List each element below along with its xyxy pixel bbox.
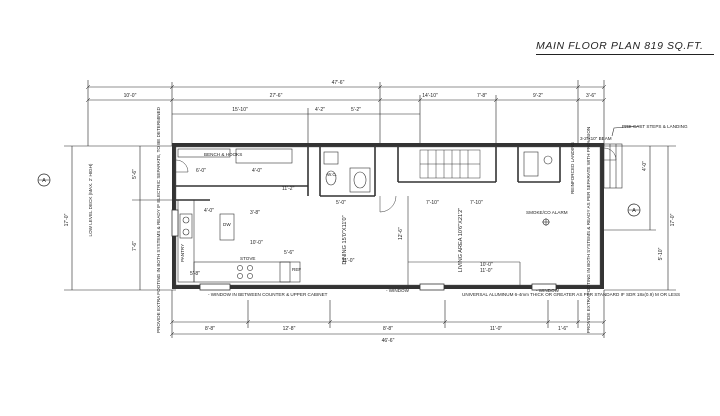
dim-left-5-6: 5'-6" — [132, 169, 138, 179]
doors — [175, 147, 617, 213]
dim-right-5-10: 5'-10" — [658, 247, 664, 260]
inner-dim-12-6: 12'-6" — [398, 227, 404, 240]
inner-dim-5-6: 5'-6" — [284, 250, 294, 256]
dim-7-8: 7'-8" — [477, 93, 487, 99]
inner-dim-11-0b: 11'-0" — [480, 268, 493, 274]
dim-bottom-8-8b: 8'-8" — [383, 326, 393, 332]
dim-bottom-1-6: 1'-6" — [558, 326, 568, 332]
dim-right-height: 17'-0" — [670, 213, 676, 226]
precast-steps — [603, 125, 641, 189]
inner-dim-10-0: 10'-0" — [480, 262, 493, 268]
inner-dim-7-10: 7'-10" — [426, 200, 439, 206]
dim-right-outer: 3'-6" — [586, 93, 596, 99]
living-label: LIVING AREA 10'6"X21'2" — [458, 208, 464, 273]
exterior-walls — [172, 143, 604, 289]
dim-bottom-overall: 46'-6" — [382, 338, 395, 344]
title-underline — [536, 54, 714, 55]
ref-label: REF — [292, 267, 301, 272]
inner-dim-6-0: 6'-0" — [196, 168, 206, 174]
window-cabinet-label: - WINDOW IN BETWEEN COUNTER & UPPER CABI… — [208, 292, 328, 297]
windows — [171, 209, 557, 291]
inner-dim-11-2: 11'-2" — [282, 186, 295, 192]
window-label-1: - WINDOW — [386, 288, 410, 293]
inner-dim-11-0: 11'-0" — [342, 258, 355, 264]
inner-dim-4-0b: 4'-0" — [204, 208, 214, 214]
landing-note: REINFORCED LANDING — [570, 142, 575, 194]
pantry-label: PANTRY — [180, 244, 185, 262]
room-dividers — [407, 196, 521, 285]
dim-left-outer: 10'-0" — [124, 93, 137, 99]
dim-left-height: 17'-0" — [64, 213, 70, 226]
stove-label: STOVE — [240, 256, 256, 261]
dining-label: DINING 15'0"X11'0" — [342, 215, 348, 264]
section-marker-right: A — [632, 208, 636, 214]
dim-15-10: 15'-10" — [232, 107, 248, 113]
dim-right-4-0: 4'-0" — [642, 161, 648, 171]
dim-bottom-11-0: 11'-0" — [490, 326, 503, 332]
dim-overall-top: 47'-6" — [332, 80, 345, 86]
precast-steps-label: PRE-CAST STEPS & LANDING — [622, 124, 688, 129]
dimension-lines — [64, 80, 676, 338]
section-marker-left: A — [42, 178, 46, 184]
dim-14-10: 14'-10" — [422, 93, 438, 99]
dim-5-2: 5'-2" — [351, 107, 361, 113]
dw-label: DW — [223, 222, 231, 227]
dim-left-7-6: 7'-6" — [132, 241, 138, 251]
inner-dim-3-8: 3'-8" — [250, 210, 260, 216]
right-note: PROVIDE EXTRA FOOTING IN BOTH SYSTEMS & … — [586, 127, 591, 334]
deck-label: LOW LEVEL DECK (MAX. 2' HIGH) — [88, 163, 93, 236]
inner-dim-4-0: 4'-0" — [252, 168, 262, 174]
smoke-alarm-label: SMOKE/CO ALARM — [526, 210, 568, 215]
smoke-alarm-icon — [542, 218, 550, 226]
inner-dim-10-0b: 10'-0" — [250, 240, 263, 246]
stair — [419, 149, 481, 179]
bathroom — [323, 151, 553, 193]
inner-dim-5-0: 5'-0" — [336, 200, 346, 206]
kitchen — [177, 199, 301, 283]
bench-label: BENCH & HOOKS — [204, 152, 242, 157]
inner-dim-7-10b: 7'-10" — [470, 200, 483, 206]
left-note: PROVIDE EXTRA FOOTING IN BOTH SYSTEMS & … — [156, 106, 161, 333]
section-markers — [37, 173, 641, 217]
glazing-note: UNIVERSAL ALUMINUM 6-4mm THICK OR GREATE… — [462, 292, 680, 297]
beam-label: 3-2"x10" BEAM — [580, 136, 612, 141]
inner-dim-5-8: 5'-8" — [190, 271, 200, 277]
bench — [177, 148, 293, 164]
dimension-ticks — [85, 84, 607, 337]
dim-bottom-8-8: 8'-8" — [205, 326, 215, 332]
dim-bottom-12-8: 12'-8" — [283, 326, 296, 332]
page-title: MAIN FLOOR PLAN 819 SQ.FT. — [536, 40, 704, 52]
dim-4-2: 4'-2" — [315, 107, 325, 113]
dim-middle: 27'-6" — [270, 93, 283, 99]
wc-label: W.C. — [327, 172, 337, 177]
dim-9-2: 9'-2" — [533, 93, 543, 99]
window-label-2: - WINDOW — [536, 288, 560, 293]
